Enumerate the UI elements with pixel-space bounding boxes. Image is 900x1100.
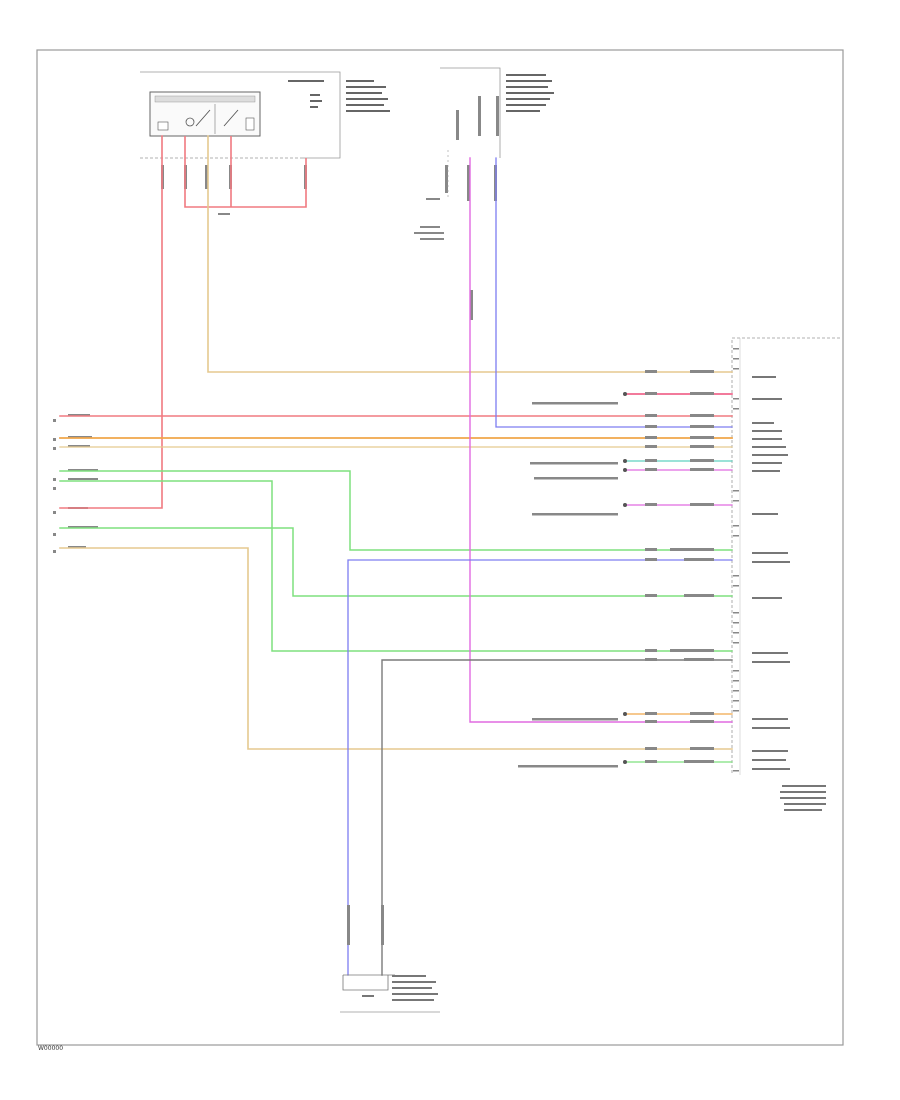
splice-dots <box>623 392 627 764</box>
red-wire-loop <box>184 136 307 208</box>
wire-green-2 <box>59 480 733 652</box>
wire-blue-1 <box>347 559 733 976</box>
wire-gray-1 <box>381 659 733 976</box>
wires <box>59 135 733 976</box>
wire-red-vertical <box>59 135 163 509</box>
right-module <box>731 337 840 811</box>
diagram-reference: W00000 <box>38 1045 64 1052</box>
top-left-component <box>140 71 390 159</box>
wire-blue-short <box>495 157 733 428</box>
wire-green-3 <box>59 527 733 597</box>
wire-green-1 <box>59 470 733 551</box>
diagram-frame <box>36 49 844 1046</box>
top-center-component <box>414 67 554 320</box>
wire-codes <box>645 370 714 763</box>
destination-labels <box>518 402 618 768</box>
left-connector-pins <box>53 414 98 553</box>
wire-tan-bottom <box>59 547 733 750</box>
bottom-connector <box>340 905 440 1013</box>
wire-tan-top <box>207 135 733 373</box>
wire-magenta-vertical <box>469 157 733 723</box>
